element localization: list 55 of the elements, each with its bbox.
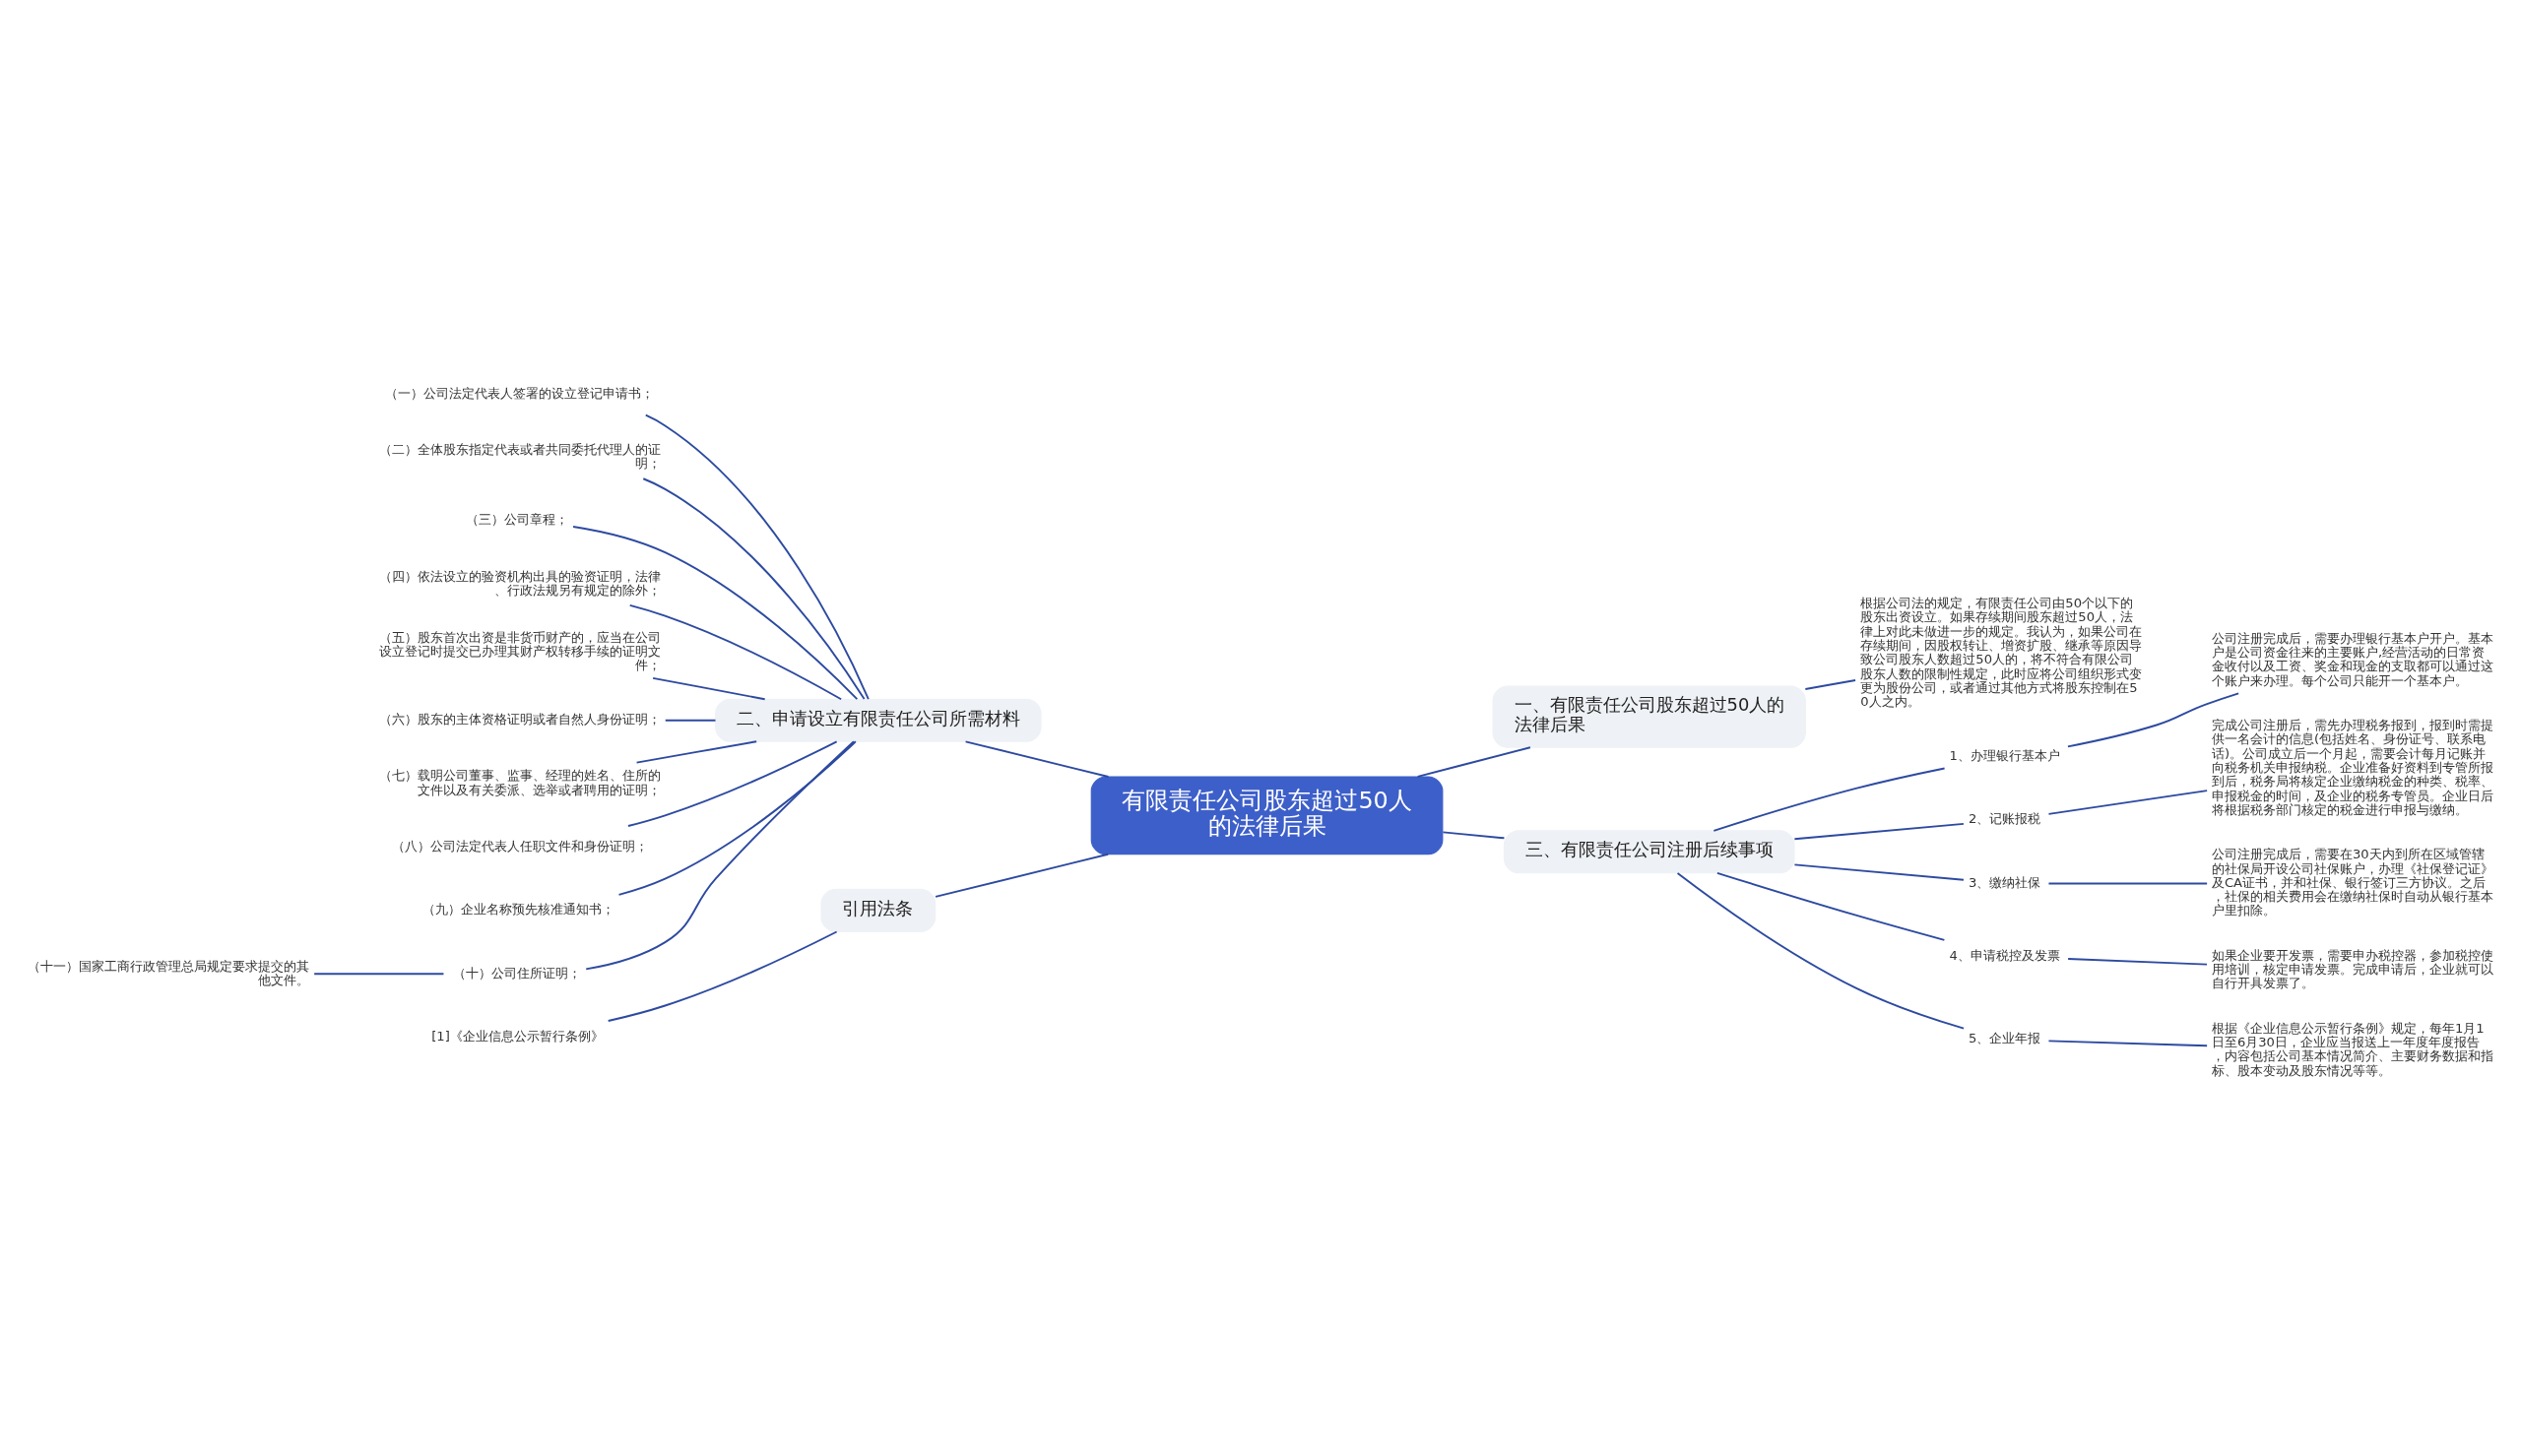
connector	[628, 603, 843, 701]
node-box: 二、申请设立有限责任公司所需材料	[715, 698, 1042, 742]
node-text: （七）载明公司董事、监事、经理的姓名、住所的文件以及有关委派、选举或者聘用的证明；	[378, 768, 661, 797]
connector	[664, 719, 717, 722]
node-text: 如果企业要开发票，需要申办税控器，参加税控使用培训，核定申请发票。完成申请后，企业就可以自行开具发票了。	[2211, 947, 2493, 991]
connector	[935, 853, 1110, 898]
connector	[1676, 872, 1966, 1030]
connector	[572, 526, 859, 701]
node-text: 3、缴纳社保	[1969, 874, 2041, 890]
connector	[627, 740, 838, 827]
node-box: 引用法条	[820, 888, 937, 932]
connector	[644, 413, 870, 701]
node-text: （三）公司章程；	[466, 512, 569, 528]
node-text: （六）股东的主体资格证明或者自然人身份证明；	[378, 712, 661, 728]
node-text: 5、企业年报	[1969, 1031, 2041, 1046]
connector	[1715, 871, 1946, 941]
node-text: [1]《企业信息公示暂行条例》	[431, 1029, 604, 1045]
node-text: （八）公司法定代表人任职文件和身份证明；	[391, 838, 648, 854]
connector	[1793, 863, 1965, 881]
node-text: 2、记账报税	[1969, 811, 2041, 827]
connector	[642, 477, 866, 701]
node-box: 三、有限责任公司注册后续事项	[1503, 830, 1795, 874]
connector	[964, 740, 1110, 778]
connector	[1442, 831, 1506, 840]
connector	[607, 930, 838, 1022]
node-text: 1、办理银行基本户	[1949, 748, 2060, 764]
connector	[2047, 790, 2209, 815]
node-text: （四）依法设立的验资机构出具的验资证明，法律、行政法规另有规定的除外；	[378, 568, 661, 598]
node-box: 有限责任公司股东超过50人的法律后果	[1090, 776, 1444, 855]
node-box: 一、有限责任公司股东超过50人的法律后果	[1492, 685, 1806, 748]
connector	[313, 973, 445, 976]
connector	[1793, 822, 1965, 841]
connector	[2066, 692, 2240, 748]
connector	[2067, 957, 2208, 966]
node-text: （二）全体股东指定代表或者共同委托代理人的证明；	[378, 441, 661, 472]
node-text: （一）公司法定代表人签署的设立登记申请书；	[385, 385, 655, 401]
connector	[1804, 679, 1857, 690]
node-text: （九）企业名称预先核准通知书；	[421, 902, 614, 918]
node-text: 根据公司法的规定，有限责任公司由50个以下的股东出资设立。如果存续期间股东超过50人，法律上对此未做进一步的规定。我认为，如果公司在存续期间，因股权转让、增资扩股、继承等原因导致公司股东人数超过50人的，将不符合有限公司股东人数的限制性规定，此时应将公司组织形式变更为股份公司，或者通过其他方式将股东控制在50人之内。	[1860, 596, 2143, 710]
node-text: 公司注册完成后，需要办理银行基本户开户。基本户是公司资金往来的主要账户,经营活动的日常资金收付以及工资、奖金和现金的支取都可以通过这个账户来办理。每个公司只能开一个基本户。	[2211, 630, 2493, 688]
node-text: 4、申请税控及发票	[1949, 947, 2060, 963]
connector	[1713, 767, 1946, 832]
node-text: （十）公司住所证明；	[453, 965, 582, 981]
connector	[2047, 882, 2209, 885]
connector	[585, 740, 855, 971]
node-text: 完成公司注册后，需先办理税务报到，报到时需提供一名会计的信息(包括姓名、身份证号、联系电话)。公司成立后一个月起，需要会计每月记账并向税务机关申报纳税。企业准备好资料到专管所报到后，税务局将核定企业缴纳税金的种类、税率、申报税金的时间，及企业的税务专管员。企业日后将根据税务部门核定的税金进行申报与缴纳。	[2211, 718, 2493, 817]
connector	[635, 740, 758, 764]
node-text: 根据《企业信息公示暂行条例》规定，每年1月1日至6月30日，企业应当报送上一年度年度报告，内容包括公司基本情况简介、主要财务数据和指标、股本变动及股东情况等等。	[2211, 1020, 2493, 1078]
node-text: 公司注册完成后，需要在30天内到所在区域管辖的社保局开设公司社保账户，办理《社保登记证》及CA证书，并和社保、银行签订三方协议。之后，社保的相关费用会在缴纳社保时自动从银行基本户里扣除。	[2211, 847, 2493, 918]
node-text: （五）股东首次出资是非货币财产的，应当在公司设立登记时提交已办理其财产权转移手续的证明文件；	[378, 629, 661, 673]
connector	[617, 740, 857, 896]
connector	[652, 676, 766, 701]
connector	[1416, 746, 1531, 778]
node-text: （十一）国家工商行政管理总局规定要求提交的其他文件。	[28, 958, 310, 987]
connector	[2047, 1040, 2209, 1047]
